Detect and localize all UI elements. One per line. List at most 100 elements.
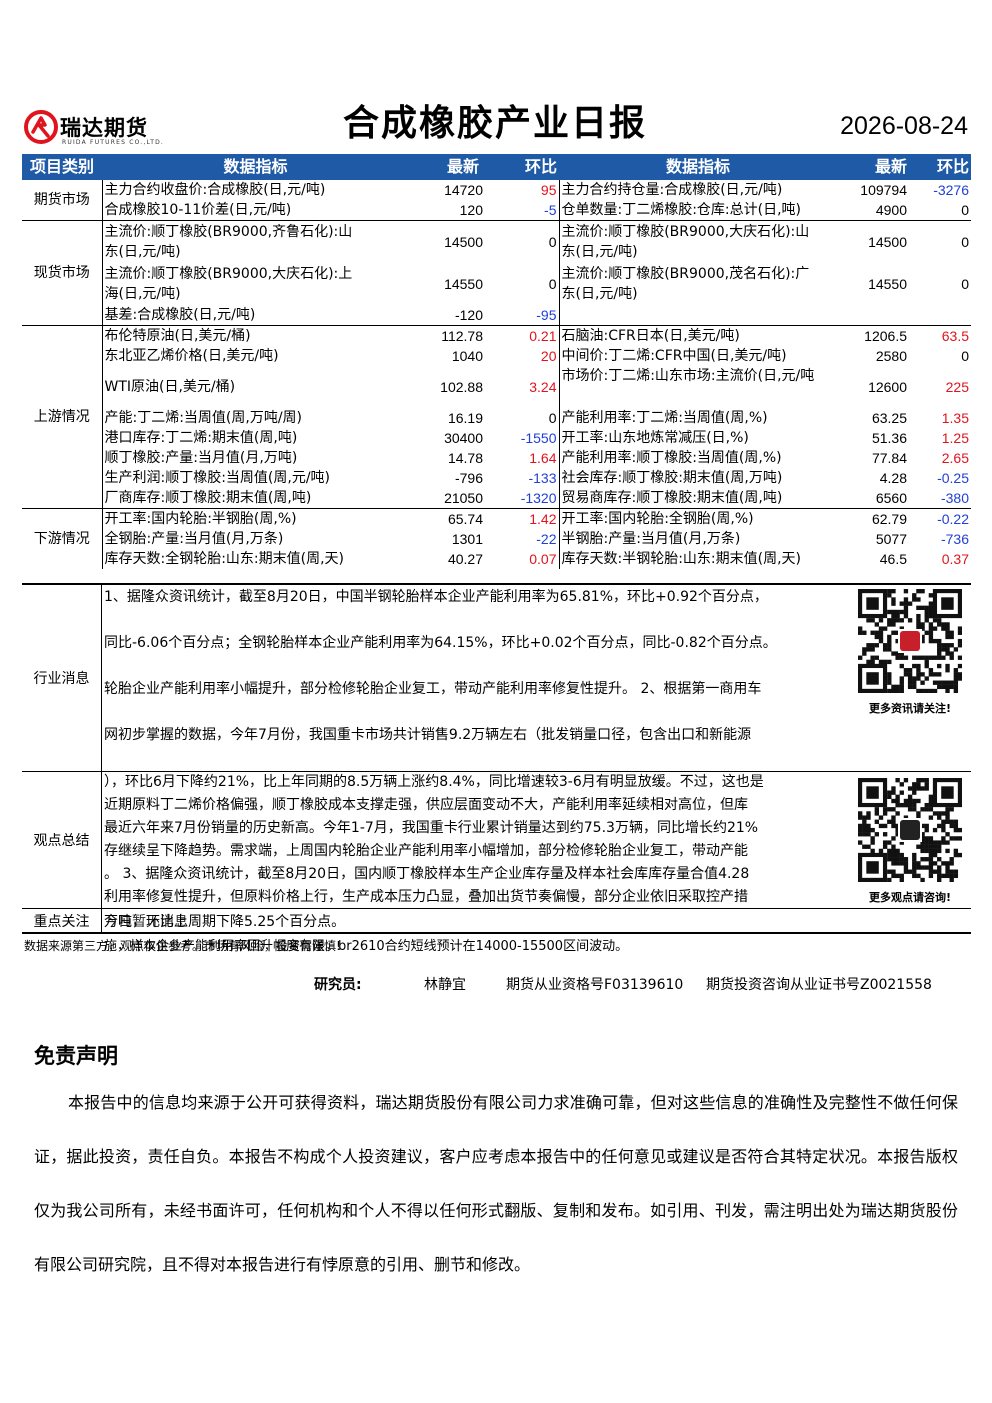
indicator-name: 主力合约收盘价:合成橡胶(日,元/吨) — [104, 182, 326, 198]
indicator-value: 40.27 — [447, 550, 483, 567]
disclaimer-title: 免责声明 — [34, 1044, 118, 1068]
indicator-change: 1.42 — [485, 507, 560, 529]
table-row: WTI原油(日,美元/桶) 102.88 3.24 市场价:丁二烯:山东市场:主… — [22, 365, 971, 408]
indicator-value: 2580 — [875, 347, 907, 364]
table-row: 期货市场 主力合约收盘价:合成橡胶(日,元/吨) 14720 95 主力合约持仓… — [22, 180, 971, 221]
table-row: 基差:合成橡胶(日,元/吨) -120 -95 — [22, 304, 971, 326]
header-latest-right: 最新 — [837, 154, 909, 180]
indicator-change: -0.22 — [909, 507, 971, 529]
indicator-change: -380 — [940, 489, 969, 506]
indicator-change: 95 — [485, 180, 560, 200]
indicator-change: 2.65 — [941, 449, 969, 466]
indicator-name: 产能:丁二烯:当周值(周,万吨/周) — [104, 409, 303, 426]
indicator-value: 14550 — [444, 275, 483, 292]
view-line: 最近六年来7月份销量的历史新高。今年1-7月，我国重卡行业累计销量达到约75.3… — [104, 820, 759, 836]
table-row: 东北亚乙烯价格(日,美元/吨) 1040 20 中间价:丁二烯:CFR中国(日,… — [22, 345, 971, 366]
header-category: 项目类别 — [22, 154, 102, 180]
indicator-name: 贸易商库存:顺丁橡胶:期末值(周,吨) — [561, 489, 783, 506]
indicator-name: 开工率:山东地炼常减压(日,%) — [561, 429, 749, 446]
indicator-name — [559, 305, 837, 326]
qr-code-icon — [858, 778, 962, 882]
indicator-name: 产能利用率:丁二烯:当周值(周,%) — [561, 409, 768, 426]
category-downstream: 下游情况 — [22, 507, 103, 569]
header-change-right: 环比 — [909, 154, 971, 180]
indicator-name: 主流价:顺丁橡胶(BR9000,大庆石化):山东(日,元/吨) — [559, 220, 837, 263]
indicator-change: 0.21 — [485, 324, 560, 346]
indicator-value: 112.78 — [409, 324, 485, 346]
indicator-value: 1206.5 — [837, 324, 909, 346]
indicator-change: 0 — [961, 202, 969, 218]
header-change-left: 环比 — [485, 154, 559, 180]
header-indicator-right: 数据指标 — [559, 154, 837, 180]
indicator-value: 14550 — [868, 275, 907, 292]
indicator-value: 65.74 — [409, 507, 485, 529]
company-logo: 瑞达期货 RUIDA FUTURES CO.,LTD. — [24, 110, 174, 150]
indicator-change: 225 — [945, 378, 969, 395]
indicator-change: -3276 — [933, 182, 969, 198]
section-label: 观点总结 — [22, 772, 102, 908]
logo-text-cn: 瑞达期货 — [60, 116, 148, 140]
data-source-note: 数据来源第三方，观点仅供参考。市场有风险，投资需谨慎! — [24, 939, 341, 953]
indicator-name: 基差:合成橡胶(日,元/吨) — [104, 306, 256, 323]
indicator-name: 顺丁橡胶:产量:当月值(月,万吨) — [104, 449, 298, 466]
indicator-change: -22 — [485, 528, 560, 549]
analyst-name: 林静宜 — [424, 977, 466, 993]
indicator-change: -133 — [485, 467, 560, 488]
table-row: 现货市场 主流价:顺丁橡胶(BR9000,齐鲁石化):山东(日,元/吨) 145… — [22, 220, 971, 325]
indicator-value: 51.36 — [871, 429, 907, 446]
indicator-name: 布伦特原油(日,美元/桶) — [102, 324, 409, 346]
indicator-change: 0 — [961, 347, 969, 364]
report-title: 合成橡胶产业日报 — [342, 103, 647, 144]
indicator-value: 120 — [459, 202, 483, 218]
indicator-name: 半钢胎:产量:当月值(月,万条) — [561, 530, 741, 547]
table-row: 生产利润:顺丁橡胶:当周值(周,元/吨) -796 -133 社会库存:顺丁橡胶… — [22, 467, 971, 488]
indicator-change: -95 — [485, 304, 560, 325]
view-overflow-text: 施，样本企业产能利用率回升幅度有限。br2610合约短线预计在14000-155… — [104, 939, 629, 954]
indicator-name: 产能利用率:顺丁橡胶:当周值(周,%) — [561, 449, 782, 466]
indicator-value: 14500 — [409, 220, 485, 263]
indicator-value — [837, 305, 909, 326]
table-row: 合成橡胶10-11价差(日,元/吨) 120 -5 仓单数量:丁二烯橡胶:仓库:… — [22, 200, 971, 221]
header-latest-left: 最新 — [409, 154, 485, 180]
indicator-value: 16.19 — [447, 409, 483, 426]
indicator-change: -1550 — [485, 427, 560, 448]
news-line: 1、据隆众资讯统计，截至8月20日，中国半钢轮胎样本企业产能利用率为65.81%… — [104, 589, 768, 605]
indicator-value: 5077 — [875, 530, 907, 547]
indicator-value: 21050 — [444, 489, 483, 506]
table-header-row: 项目类别 数据指标 最新 环比 数据指标 最新 环比 — [22, 154, 971, 180]
indicator-change: 0.37 — [941, 550, 969, 567]
indicator-name: 东北亚乙烯价格(日,美元/吨) — [104, 347, 279, 364]
qr-caption: 更多资讯请关注! — [868, 702, 952, 715]
indicator-change: 1.35 — [941, 409, 969, 426]
indicator-name: WTI原油(日,美元/桶) — [104, 378, 236, 395]
table-row: 库存天数:全钢轮胎:山东:期末值(周,天) 40.27 0.07 库存天数:半钢… — [22, 548, 971, 569]
view-line: 利用率修复性提升，但原料价格上行，生产成本压力凸显，叠加出货节奏偏慢，部分企业依… — [104, 889, 748, 905]
indicator-value: 63.25 — [871, 409, 907, 426]
ruida-logo-icon — [24, 110, 58, 144]
view-summary-section: 观点总结 ），环比6月下降约21%，比上年同期的8.5万辆上涨约8.4%，同比增… — [22, 771, 971, 908]
analyst-consult-cert: 期货投资咨询从业证书号Z0021558 — [706, 977, 932, 993]
indicator-change: 3.24 — [485, 365, 560, 408]
indicator-value: 62.79 — [837, 507, 909, 529]
report-date: 2026-08-24 — [840, 112, 968, 140]
table-row: 港口库存:丁二烯:期末值(周,吨) 30400 -1550 开工率:山东地炼常减… — [22, 427, 971, 448]
indicator-change: -1320 — [485, 487, 560, 508]
indicator-name: 主流价:顺丁橡胶(BR9000,大庆石化):上海(日,元/吨) — [104, 265, 353, 302]
table-row: 下游情况 开工率:国内轮胎:半钢胎(周,%) 65.74 1.42 开工率:国内… — [22, 507, 971, 569]
indicator-name: 开工率:国内轮胎:全钢胎(周,%) — [559, 507, 837, 529]
indicator-change: 0 — [485, 407, 560, 428]
qr-code-icon — [858, 589, 962, 693]
indicator-change: 0 — [485, 220, 560, 263]
indicator-change — [909, 305, 971, 326]
indicator-value: 4.28 — [879, 469, 907, 486]
view-line: 。 3、据隆众资讯统计，截至8月20日，国内顺丁橡胶样本生产企业库存量及样本社会… — [104, 866, 750, 882]
focus-text: 万吨，环比上周期下降5.25个百分点。 — [104, 914, 346, 930]
table-row: 全钢胎:产量:当月值(月,万条) 1301 -22 半钢胎:产量:当月值(月,万… — [22, 528, 971, 549]
section-label: 重点关注 — [22, 909, 102, 932]
news-text: 1、据隆众资讯统计，截至8月20日，中国半钢轮胎样本企业产能利用率为65.81%… — [104, 587, 824, 771]
indicator-value: -796 — [454, 469, 483, 486]
indicator-name: 厂商库存:顺丁橡胶:期末值(周,吨) — [104, 489, 312, 506]
focus-overlap-text: 今日暂无消息 — [104, 914, 188, 930]
indicator-name: 石脑油:CFR日本(日,美元/吨) — [559, 324, 837, 346]
